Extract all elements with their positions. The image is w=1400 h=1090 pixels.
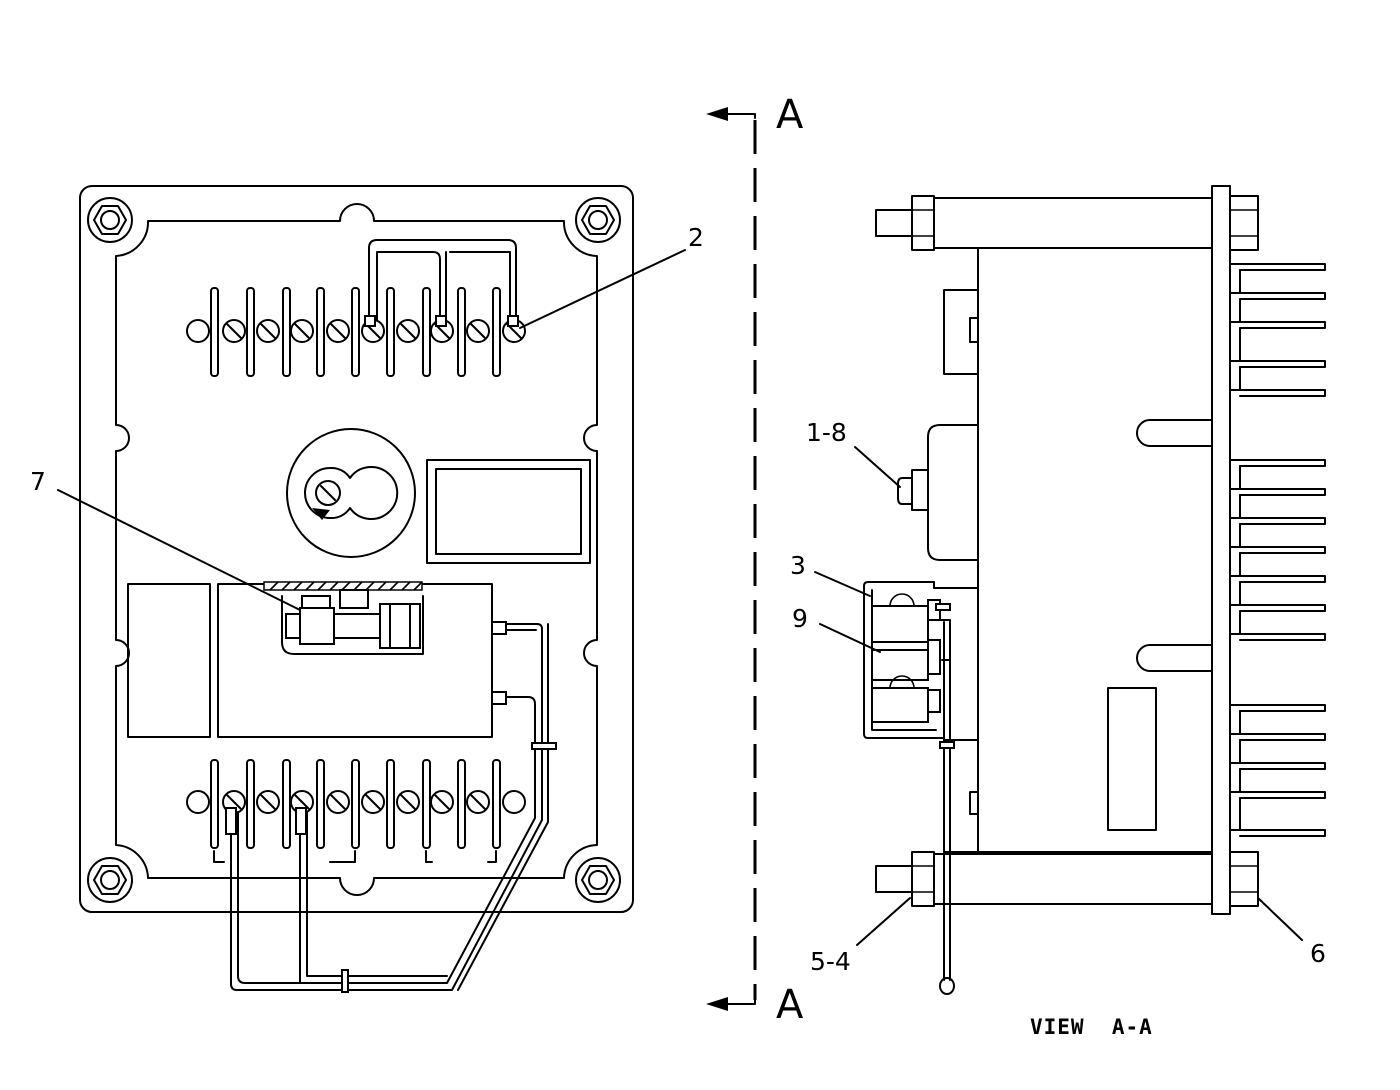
callout-6: 6: [1310, 939, 1326, 968]
upper-component: [943, 289, 979, 375]
section-label-top: A: [776, 92, 804, 138]
name-plate-outer: [426, 459, 591, 564]
callout-1-8: 1-8: [806, 418, 847, 447]
leader-1-8: [854, 446, 901, 488]
leader-3: [814, 571, 871, 597]
housing-body: [977, 247, 1213, 853]
connector-assembly: [263, 581, 424, 655]
side-view: [814, 185, 1326, 995]
cooling-fins: [1229, 263, 1326, 837]
leader-2: [519, 249, 686, 329]
label-plate: [1107, 687, 1157, 831]
name-plate-inner: [435, 468, 582, 555]
bottom-standoff: [875, 851, 1259, 907]
mounting-plate: [79, 185, 634, 913]
callout-2: 2: [688, 223, 704, 252]
callout-5-4: 5-4: [810, 947, 851, 976]
hex-nut-top-left: [87, 197, 133, 243]
adjustment-potentiometer: [286, 428, 416, 558]
potentiometer-housing: [927, 424, 979, 561]
section-cut-line: [706, 107, 757, 1011]
leader-6: [1257, 897, 1303, 941]
heat-sink-plate: [1211, 185, 1231, 915]
view-caption: VIEW A-A: [1030, 1015, 1153, 1039]
top-terminal-strip: [186, 239, 526, 377]
top-standoff: [875, 195, 1259, 251]
wire-harness: [225, 621, 557, 993]
leader-5-4: [856, 897, 911, 946]
callout-7: 7: [30, 467, 46, 496]
inner-plate: [115, 203, 598, 896]
callout-9: 9: [792, 604, 808, 633]
hex-nut-top-right: [575, 197, 621, 243]
section-label-bottom: A: [776, 982, 804, 1028]
leader-7: [57, 489, 301, 611]
potentiometer-shaft: [897, 469, 929, 511]
transformer-block: [127, 583, 211, 738]
front-view: [79, 185, 634, 993]
leader-9: [819, 623, 881, 653]
hex-nut-bottom-left: [87, 857, 133, 903]
hex-nut-bottom-right: [575, 857, 621, 903]
callout-3: 3: [790, 551, 806, 580]
connector-side: [863, 581, 979, 995]
